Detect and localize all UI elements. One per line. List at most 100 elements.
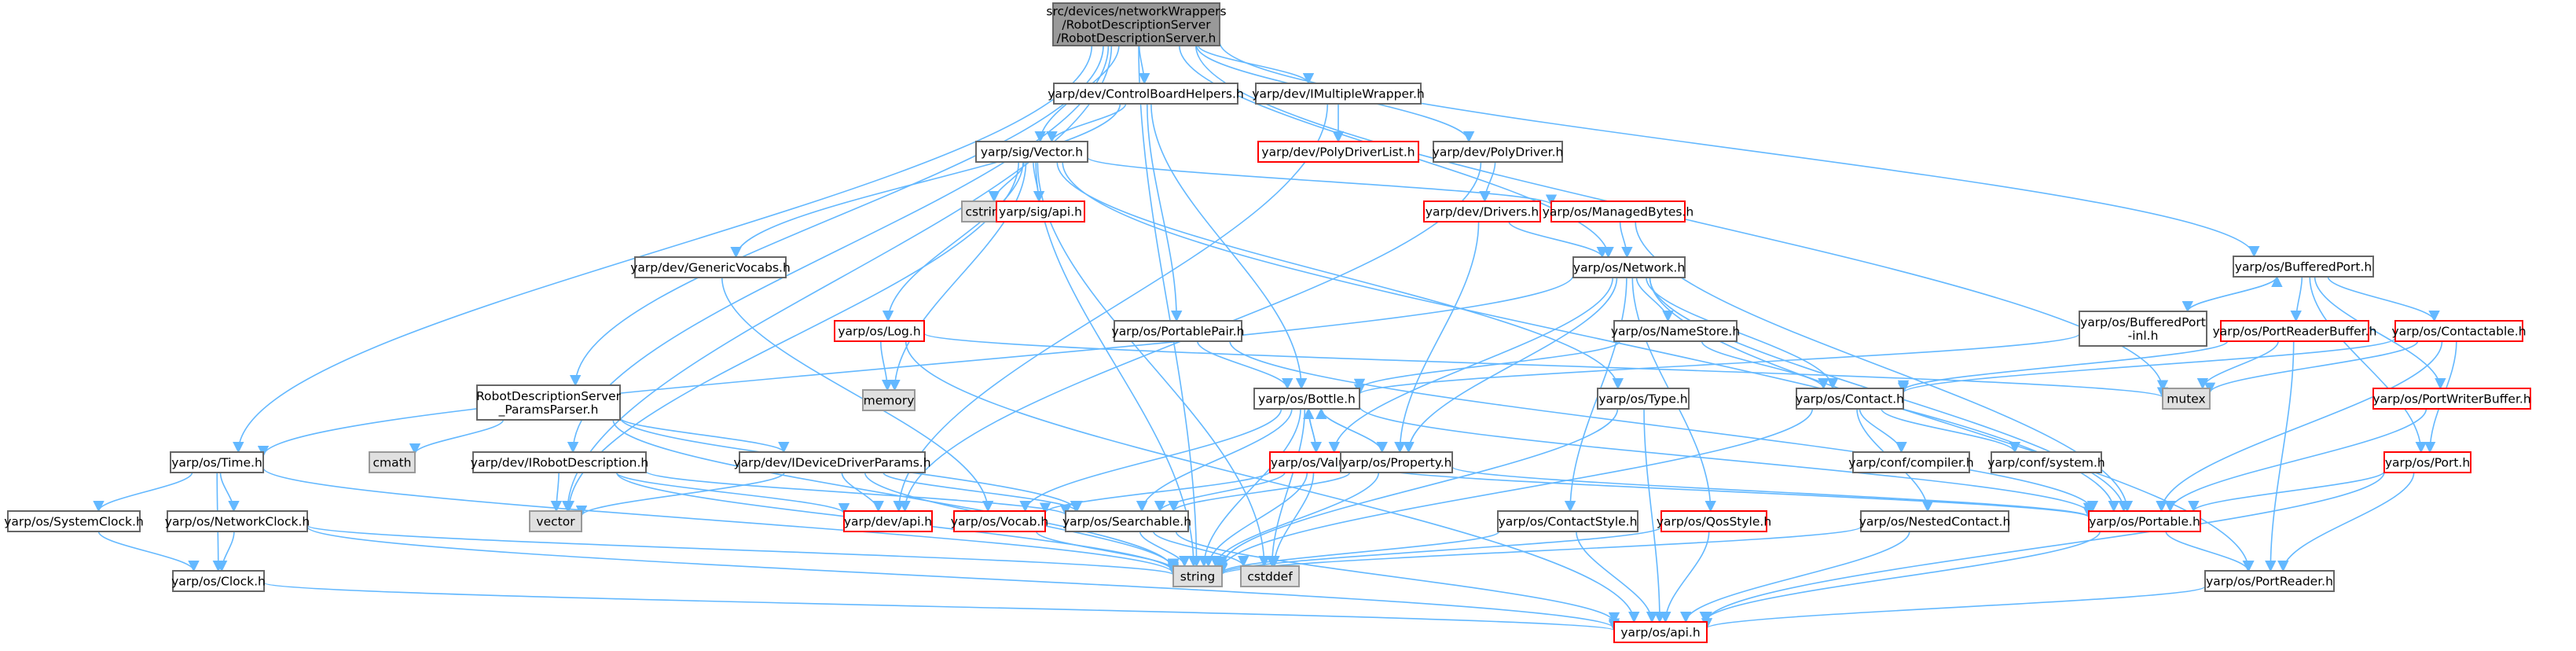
node-cstddef: cstddef <box>1240 565 1300 587</box>
node-label: yarp/os/Type.h <box>1598 392 1687 406</box>
node-label: yarp/os/Port.h <box>2385 456 2470 470</box>
edge-contact-to-cc <box>1859 408 1907 454</box>
node-iddp[interactable]: yarp/dev/IDeviceDriverParams.h <box>733 451 931 473</box>
node-nc[interactable]: yarp/os/NestedContact.h <box>1859 510 2011 532</box>
node-sysclock[interactable]: yarp/os/SystemClock.h <box>4 510 144 532</box>
edge-contact-to-cs <box>1881 408 2020 454</box>
node-bp[interactable]: yarp/os/BufferedPort.h <box>2233 256 2374 278</box>
node-net[interactable]: yarp/os/Network.h <box>1572 256 1686 278</box>
node-label: yarp/os/Log.h <box>838 325 920 339</box>
node-time[interactable]: yarp/os/Time.h <box>170 451 264 473</box>
edge-search-to-string <box>1139 531 1191 568</box>
node-qos[interactable]: yarp/os/QosStyle.h <box>1657 510 1771 532</box>
node-label: yarp/os/ContactStyle.h <box>1499 515 1638 529</box>
node-vocab[interactable]: yarp/os/Vocab.h <box>951 510 1048 532</box>
node-rdspp[interactable]: RobotDescriptionServer_ParamsParser.h <box>476 384 622 421</box>
node-bpi[interactable]: yarp/os/BufferedPort-inl.h <box>2079 311 2207 347</box>
edge-bp-to-pwb <box>2314 276 2446 390</box>
edge-imw-to-devapi <box>893 103 1329 513</box>
node-drv[interactable]: yarp/dev/Drivers.h <box>1423 200 1541 223</box>
node-box <box>1257 141 1419 163</box>
edge-bpi-to-bp <box>2187 275 2283 312</box>
node-vec[interactable]: yarp/sig/Vector.h <box>975 141 1088 163</box>
node-ctstyle[interactable]: yarp/os/ContactStyle.h <box>1497 510 1638 532</box>
node-prb[interactable]: yarp/os/PortReaderBuffer.h <box>2213 320 2377 342</box>
edge-clock-to-osapi <box>263 582 1620 632</box>
node-label: /RobotDescriptionServer <box>1062 18 1211 32</box>
node-type[interactable]: yarp/os/Type.h <box>1597 388 1690 410</box>
edge-prop-to-string <box>1209 472 1380 568</box>
node-cbh[interactable]: yarp/dev/ControlBoardHelpers.h <box>1048 83 1244 105</box>
node-contactable[interactable]: yarp/os/Contactable.h <box>2391 320 2526 342</box>
edge-root-to-cbh <box>1138 45 1150 85</box>
node-label: cmath <box>372 456 411 470</box>
node-cc[interactable]: yarp/conf/compiler.h <box>1848 451 1974 473</box>
edge-type-to-string <box>1216 408 1619 568</box>
node-box <box>1497 510 1638 532</box>
node-root[interactable]: src/devices/networkWrappers/RobotDescrip… <box>1046 2 1227 46</box>
node-mb[interactable]: yarp/os/ManagedBytes.h <box>1543 200 1694 223</box>
node-box <box>1052 2 1220 46</box>
node-imw[interactable]: yarp/dev/IMultipleWrapper.h <box>1252 83 1425 105</box>
node-devapi[interactable]: yarp/dev/api.h <box>843 510 933 532</box>
node-port[interactable]: yarp/os/Port.h <box>2383 451 2471 473</box>
node-pp[interactable]: yarp/os/PortablePair.h <box>1112 320 1245 342</box>
node-portable[interactable]: yarp/os/Portable.h <box>2088 510 2201 532</box>
edge-value-to-vocab <box>1040 470 1271 514</box>
edge-prb-to-mutex <box>2196 340 2279 390</box>
edge-pwb-to-portable <box>2164 408 2427 513</box>
node-label: /RobotDescriptionServer.h <box>1057 31 1216 46</box>
edge-contactable-to-portable <box>2156 340 2443 513</box>
edge-drv-to-prop <box>1394 221 1480 454</box>
node-label: yarp/os/PortReader.h <box>2206 575 2333 589</box>
node-box <box>2088 510 2201 532</box>
node-bottle[interactable]: yarp/os/Bottle.h <box>1253 388 1360 410</box>
node-netclock[interactable]: yarp/os/NetworkClock.h <box>165 510 310 532</box>
node-label: yarp/dev/IRobotDescription.h <box>471 456 648 470</box>
edge-port-to-portable <box>2188 470 2385 513</box>
edge-cbh-to-pp <box>1147 103 1183 322</box>
node-box <box>1572 256 1686 278</box>
node-box <box>529 510 582 532</box>
edge-value-to-search <box>1154 472 1286 513</box>
node-label: yarp/os/NameStore.h <box>1611 325 1740 339</box>
edge-sysclock-to-clock <box>97 531 200 572</box>
node-box <box>953 510 1046 532</box>
node-clock[interactable]: yarp/os/Clock.h <box>171 570 266 592</box>
node-box <box>1240 565 1300 587</box>
node-box <box>975 141 1088 163</box>
node-osapi[interactable]: yarp/os/api.h <box>1613 621 1708 643</box>
node-search[interactable]: yarp/os/Searchable.h <box>1062 510 1191 532</box>
node-box <box>1860 510 2009 532</box>
node-box <box>2372 388 2531 410</box>
edge-portable-to-preader <box>2165 531 2254 572</box>
node-cs[interactable]: yarp/conf/system.h <box>1987 451 2105 473</box>
edge-port-to-preader <box>2277 472 2415 572</box>
edge-mb-to-net <box>1619 221 1633 259</box>
edge-iddp-to-devapi <box>841 472 884 513</box>
node-label: RobotDescriptionServer <box>476 389 622 403</box>
edge-vec-to-log <box>882 161 1024 322</box>
edge-netclock-to-osapi <box>306 526 1620 630</box>
node-sigapi[interactable]: yarp/sig/api.h <box>996 200 1085 223</box>
node-pdl[interactable]: yarp/dev/PolyDriverList.h <box>1257 141 1419 163</box>
node-pwb[interactable]: yarp/os/PortWriterBuffer.h <box>2372 388 2531 410</box>
node-box <box>1423 200 1541 223</box>
node-label: yarp/os/api.h <box>1620 626 1700 640</box>
edge-type-to-osapi <box>1643 408 1666 623</box>
node-irdesc[interactable]: yarp/dev/IRobotDescription.h <box>471 451 648 473</box>
edge-rdspp-to-cmath <box>409 419 505 455</box>
node-log[interactable]: yarp/os/Log.h <box>834 320 925 342</box>
edge-qos-to-osapi <box>1660 531 1710 623</box>
node-pd[interactable]: yarp/dev/PolyDriver.h <box>1433 141 1564 163</box>
node-vector: vector <box>529 510 582 532</box>
node-label: yarp/dev/GenericVocabs.h <box>630 261 791 275</box>
node-gv[interactable]: yarp/dev/GenericVocabs.h <box>630 256 791 278</box>
node-prop[interactable]: yarp/os/Property.h <box>1340 451 1453 473</box>
node-label: yarp/conf/compiler.h <box>1848 456 1973 470</box>
node-ns[interactable]: yarp/os/NameStore.h <box>1611 320 1740 342</box>
node-contact[interactable]: yarp/os/Contact.h <box>1796 388 1904 410</box>
node-string: string <box>1172 565 1223 587</box>
node-preader[interactable]: yarp/os/PortReader.h <box>2204 570 2335 592</box>
